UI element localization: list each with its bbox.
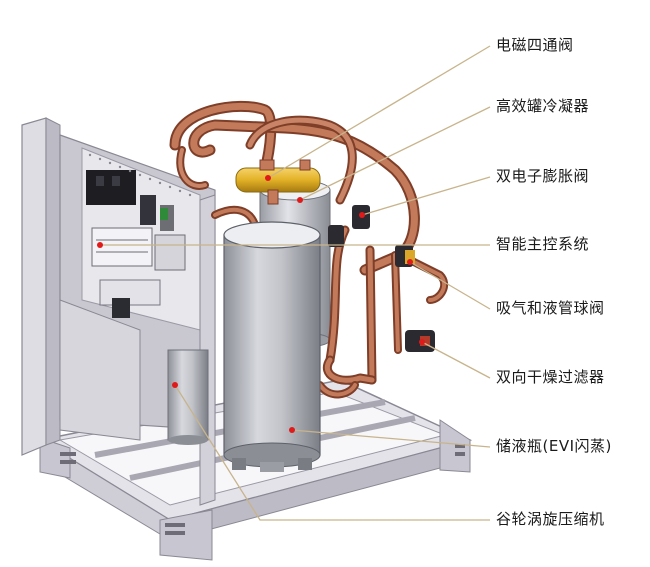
leader-filter-drier — [421, 341, 491, 379]
four-way-valve-body — [235, 159, 321, 205]
marker-controller — [97, 242, 103, 248]
leader-ball-valve — [409, 261, 491, 310]
callout-markers — [97, 175, 425, 433]
marker-receiver — [289, 427, 295, 433]
label-four-way-valve: 电磁四通阀 — [496, 36, 574, 54]
receiver-tank — [223, 221, 321, 472]
marker-compressor — [172, 382, 178, 388]
label-receiver: 储液瓶(EVI闪蒸) — [496, 437, 612, 455]
marker-ball-valve — [407, 259, 413, 265]
label-ball-valve: 吸气和液管球阀 — [496, 299, 605, 317]
leader-four-way-valve — [267, 45, 491, 179]
label-condenser: 高效罐冷凝器 — [496, 97, 590, 115]
leader-dual-eev — [361, 176, 491, 216]
marker-four-way-valve — [265, 175, 271, 181]
label-compressor: 谷轮涡旋压缩机 — [496, 510, 605, 528]
leader-receiver — [291, 429, 491, 448]
label-filter-drier: 双向干燥过滤器 — [496, 368, 605, 386]
label-dual-eev: 双电子膨胀阀 — [496, 167, 590, 185]
marker-filter-drier — [419, 339, 425, 345]
marker-condenser — [297, 197, 303, 203]
compressor-body — [167, 349, 209, 445]
leader-compressor — [174, 384, 490, 521]
marker-dual-eev — [359, 212, 365, 218]
leader-lines — [100, 45, 491, 521]
label-controller: 智能主控系统 — [496, 235, 590, 253]
leader-condenser — [299, 106, 491, 201]
